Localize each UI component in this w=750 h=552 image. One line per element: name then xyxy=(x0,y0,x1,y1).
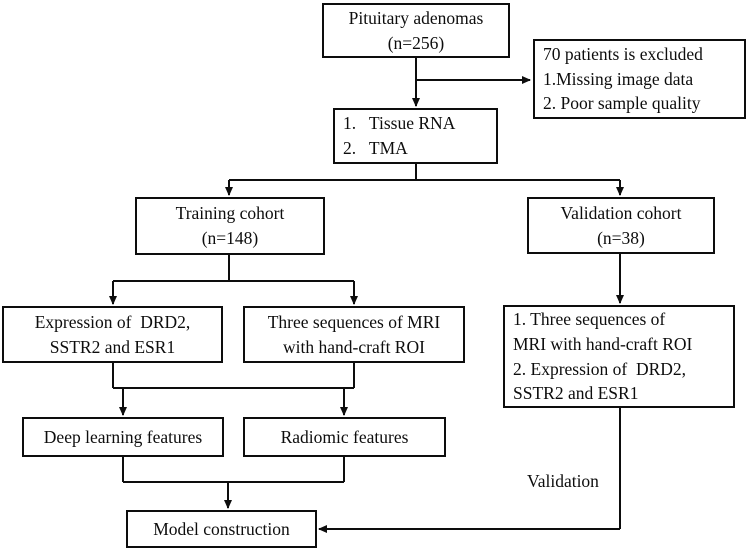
node-text: Training cohort xyxy=(175,203,285,224)
node-tissue-rna-tma: 1. Tissue RNA 2. TMA xyxy=(333,108,498,164)
node-text: SSTR2 and ESR1 xyxy=(513,383,639,404)
node-text: (n=38) xyxy=(597,227,645,248)
node-text: Pituitary adenomas xyxy=(348,7,484,28)
node-text: SSTR2 and ESR1 xyxy=(49,336,176,357)
node-pituitary-adenomas: Pituitary adenomas (n=256) xyxy=(322,3,510,58)
node-radiomic-features: Radiomic features xyxy=(243,417,446,457)
node-text: MRI with hand-craft ROI xyxy=(513,333,693,354)
node-model-construction: Model construction xyxy=(126,510,317,548)
node-text: Expression of DRD2, xyxy=(34,311,191,332)
node-text: 1. Three sequences of xyxy=(513,308,666,329)
node-excluded-patients: 70 patients is excluded 1.Missing image … xyxy=(533,39,746,119)
node-text: (n=148) xyxy=(201,228,259,248)
node-expression-markers: Expression of DRD2, SSTR2 and ESR1 xyxy=(2,306,223,363)
node-validation-cohort: Validation cohort (n=38) xyxy=(527,197,715,254)
node-text: 2. Poor sample quality xyxy=(543,93,701,114)
node-text: 2. Expression of DRD2, xyxy=(513,358,687,379)
node-text: Model construction xyxy=(153,518,290,539)
node-text: 1.Missing image data xyxy=(543,68,694,89)
node-text: 2. TMA xyxy=(343,138,408,158)
node-text: with hand-craft ROI xyxy=(283,336,425,357)
node-text: Deep learning features xyxy=(43,426,203,447)
node-deep-learning-features: Deep learning features xyxy=(22,417,224,457)
node-mri-sequences: Three sequences of MRI with hand-craft R… xyxy=(243,306,465,363)
node-text: (n=256) xyxy=(387,32,445,53)
node-validation-features: 1. Three sequences of MRI with hand-craf… xyxy=(503,305,735,408)
node-text: Validation cohort xyxy=(560,202,682,223)
node-text: Radiomic features xyxy=(280,426,409,447)
node-text: 70 patients is excluded xyxy=(543,43,703,64)
node-text: 1. Tissue RNA xyxy=(343,113,456,134)
node-training-cohort: Training cohort (n=148) xyxy=(135,197,325,255)
validation-label: Validation xyxy=(527,471,599,491)
node-text: Three sequences of MRI xyxy=(267,311,441,332)
